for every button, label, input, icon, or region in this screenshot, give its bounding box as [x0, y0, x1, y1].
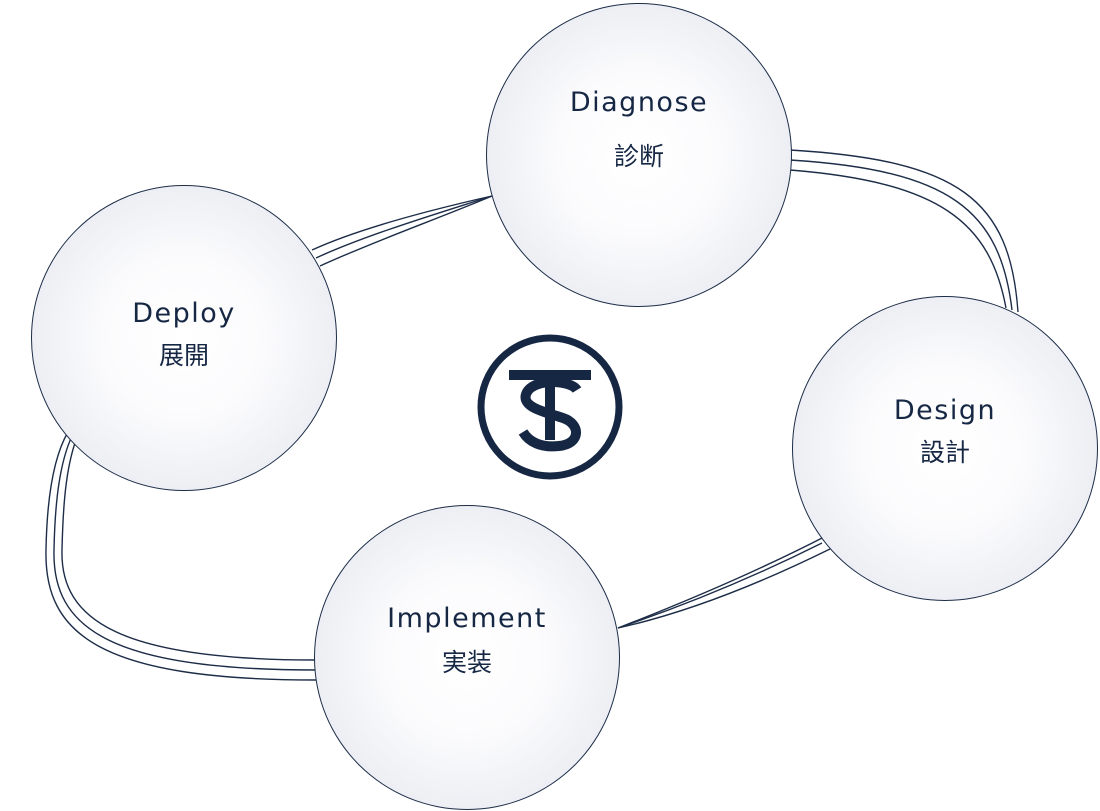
node-label: Implement [387, 602, 547, 634]
node-label: Deploy [132, 298, 236, 329]
connector-diagnose-design [789, 169, 1007, 309]
connector-diagnose-design [789, 149, 1019, 313]
node-label-ja: 診断 [613, 142, 664, 171]
node-deploy: Deploy 展開 [31, 185, 337, 491]
node-label-ja: 設計 [919, 437, 970, 467]
connector-diagnose-design [789, 159, 1013, 311]
connector-deploy-diagnose [315, 195, 493, 259]
connector-design-implement [617, 548, 831, 629]
node-diagnose: Diagnose 診断 [486, 3, 792, 307]
connector-deploy-diagnose [319, 195, 493, 267]
ts-monogram-logo-icon [477, 334, 623, 480]
connector-implement-deploy [61, 439, 317, 661]
node-label: Diagnose [569, 87, 709, 118]
connector-design-implement [617, 535, 827, 629]
node-label-ja: 実装 [441, 647, 492, 677]
connector-implement-deploy [45, 431, 317, 681]
node-implement: Implement 実装 [314, 505, 620, 810]
connector-deploy-diagnose [311, 195, 493, 251]
node-label: Design [893, 394, 997, 426]
connector-implement-deploy [53, 435, 317, 671]
node-label-ja: 展開 [158, 341, 209, 370]
node-design: Design 設計 [792, 296, 1098, 601]
connector-design-implement [617, 542, 823, 629]
